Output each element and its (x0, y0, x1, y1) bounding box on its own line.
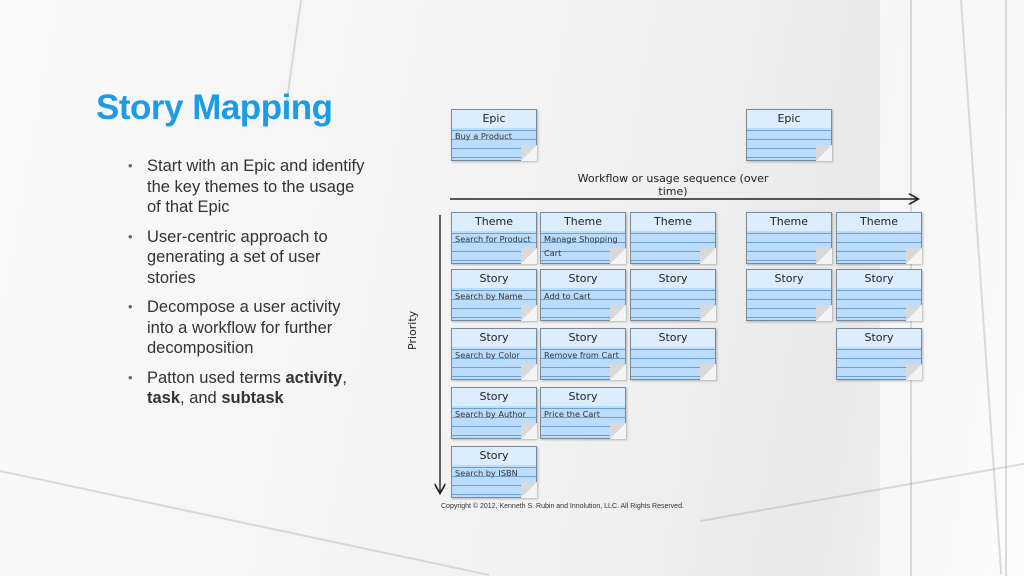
card-title: Story (541, 388, 625, 406)
card-fold (610, 423, 626, 439)
diagram-arrows (400, 100, 940, 520)
bullet-list: Start with an Epic and identify the key … (128, 156, 368, 418)
theme-card: Theme (836, 212, 922, 264)
bullet-text: Decompose a user activity into a workflo… (147, 298, 341, 357)
bullet-item: Start with an Epic and identify the key … (128, 156, 368, 218)
card-title: Epic (452, 110, 536, 128)
card-fold (610, 364, 626, 380)
card-fold (521, 145, 537, 161)
card-description: Search by Author (455, 409, 526, 419)
bullet-text: , (342, 368, 347, 387)
card-fold (816, 145, 832, 161)
card-fold (521, 305, 537, 321)
card-title: Theme (452, 213, 536, 231)
card-description: Search by Color (455, 350, 520, 360)
story-map-diagram: Workflow or usage sequence (over time) P… (400, 100, 940, 520)
card-title: Story (541, 329, 625, 347)
card-description: Add to Cart (544, 291, 591, 301)
bullet-text: User-centric approach to generating a se… (147, 227, 328, 287)
card-title: Theme (747, 213, 831, 231)
card-fold (906, 364, 922, 380)
card-fold (906, 248, 922, 264)
card-title: Epic (747, 110, 831, 128)
background-line (1005, 0, 1007, 576)
term-task: task (147, 389, 181, 407)
card-description: Price the Cart (544, 409, 600, 419)
story-card: Story (630, 328, 716, 380)
story-card: Story (746, 269, 832, 321)
term-subtask: subtask (221, 389, 284, 407)
card-title: Story (631, 329, 715, 347)
card-fold (700, 305, 716, 321)
card-description: Manage Shopping Cart (544, 234, 618, 258)
card-fold (700, 248, 716, 264)
card-description: Buy a Product (455, 131, 512, 141)
theme-card: Theme (630, 212, 716, 264)
card-fold (906, 305, 922, 321)
card-title: Theme (837, 213, 921, 231)
card-description: Search for Product (455, 234, 531, 244)
bullet-item: Patton used terms activity, task, and su… (128, 368, 368, 409)
story-card: Story (630, 269, 716, 321)
bullet-text: , and (180, 389, 222, 407)
story-card: Story (836, 328, 922, 380)
bullet-item: User-centric approach to generating a se… (128, 227, 368, 289)
card-title: Story (837, 270, 921, 288)
card-description: Search by Name (455, 291, 523, 301)
card-title: Theme (631, 213, 715, 231)
workflow-label: Workflow or usage sequence (over time) (577, 172, 769, 198)
card-title: Story (631, 270, 715, 288)
card-fold (521, 482, 537, 498)
card-fold (610, 248, 626, 264)
copyright-notice: Copyright © 2012, Kenneth S. Rubin and I… (441, 503, 684, 510)
priority-label: Priority (406, 310, 419, 350)
card-title: Story (452, 270, 536, 288)
bullet-text: Start with an Epic and identify the key … (147, 157, 365, 216)
term-activity: activity (285, 368, 343, 387)
card-description: Search by ISBN (455, 468, 518, 478)
slide-title: Story Mapping (96, 88, 333, 127)
theme-card: Theme (746, 212, 832, 264)
card-description: Remove from Cart (544, 350, 619, 360)
card-fold (521, 248, 537, 264)
card-fold (521, 364, 537, 380)
card-title: Story (837, 329, 921, 347)
card-fold (816, 248, 832, 264)
epic-card: Epic (746, 109, 832, 161)
card-title: Story (452, 447, 536, 465)
card-title: Story (452, 329, 536, 347)
card-title: Story (541, 270, 625, 288)
card-title: Theme (541, 213, 625, 231)
card-fold (521, 423, 537, 439)
story-card: Story (836, 269, 922, 321)
card-title: Story (747, 270, 831, 288)
card-fold (610, 305, 626, 321)
bullet-item: Decompose a user activity into a workflo… (128, 297, 368, 359)
bullet-text: Patton used terms (147, 368, 286, 387)
card-title: Story (452, 388, 536, 406)
card-fold (816, 305, 832, 321)
card-fold (700, 364, 716, 380)
